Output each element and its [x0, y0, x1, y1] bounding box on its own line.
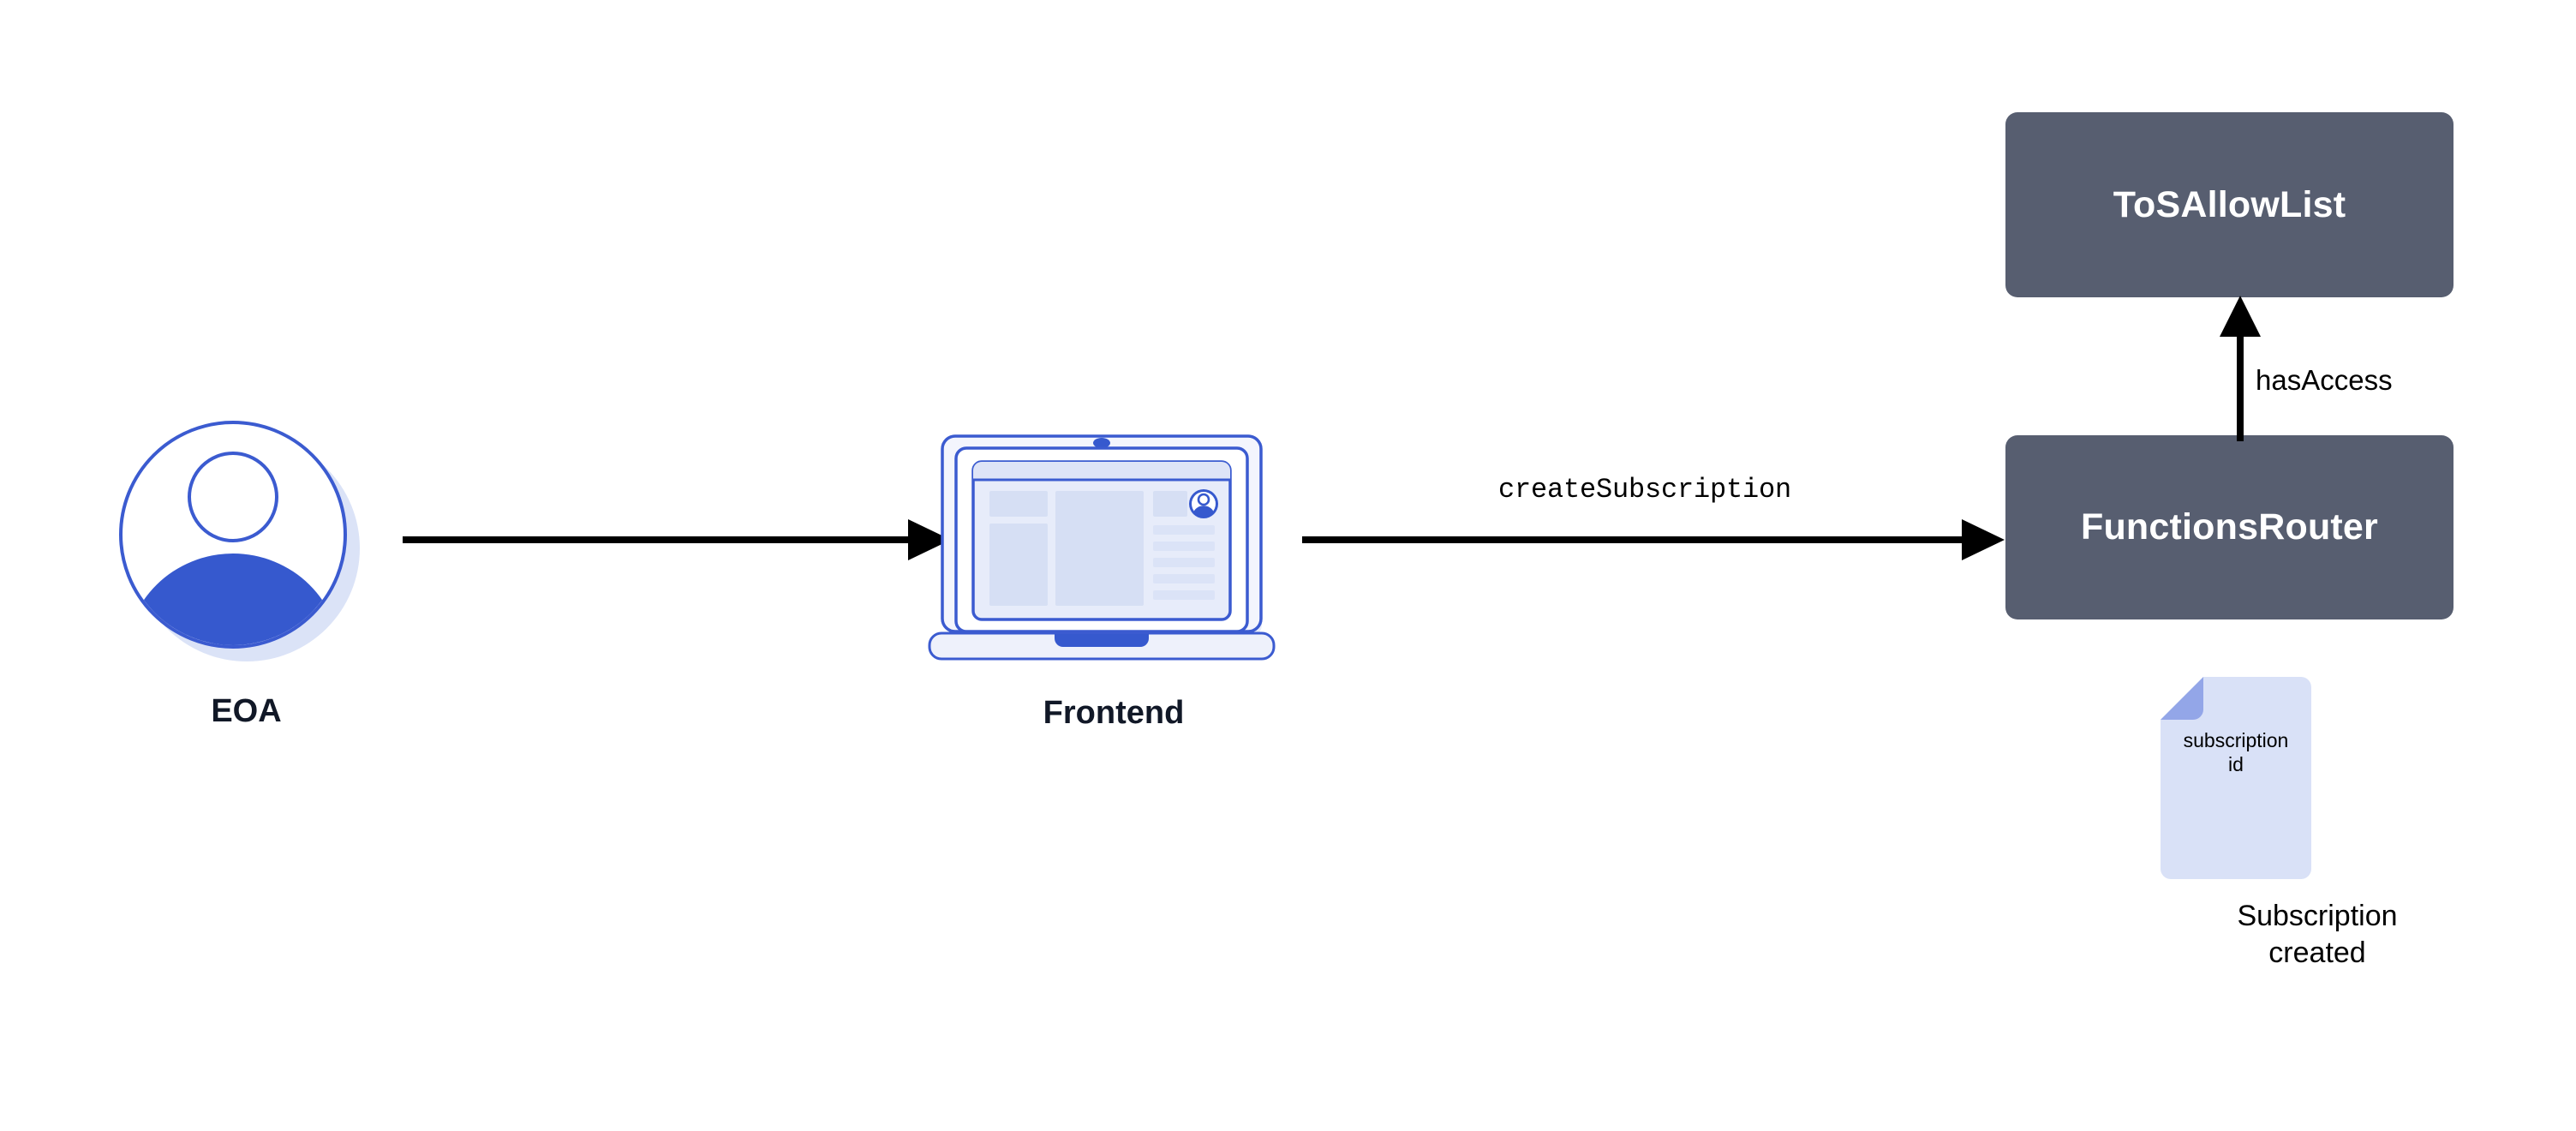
arrow-head	[1962, 519, 2005, 560]
screen-block-center	[1055, 491, 1144, 606]
create-subscription-edge-label: createSubscription	[1497, 474, 1792, 506]
arrow-frontend-to-router	[1302, 519, 2005, 560]
document-inner-line-1: subscription	[2184, 729, 2289, 751]
laptop-trackpad-notch	[1055, 634, 1149, 647]
avatar-head-circle	[188, 452, 278, 542]
screen-text-line	[1153, 525, 1215, 535]
subscription-document-icon: subscription id	[2161, 677, 2311, 879]
arrow-router-to-tos	[2220, 296, 2261, 441]
document-fold-corner	[2161, 677, 2203, 720]
frontend-label: Frontend	[1043, 695, 1185, 731]
functions-router-label: FunctionsRouter	[2081, 506, 2378, 548]
eoa-avatar-group	[119, 421, 360, 661]
functions-router-node[interactable]: FunctionsRouter	[2005, 435, 2453, 619]
subscription-created-line-2: created	[2268, 936, 2366, 969]
tos-allow-list-label: ToSAllowList	[2113, 183, 2346, 225]
browser-title-bar	[973, 462, 1230, 480]
arrow-head	[2220, 296, 2261, 337]
document-body	[2161, 677, 2311, 879]
eoa-label: EOA	[211, 693, 282, 729]
arrow-head	[908, 519, 951, 560]
screen-text-line	[1153, 590, 1215, 600]
laptop-webcam-icon	[1093, 438, 1110, 448]
screen-block-right-top	[1153, 491, 1187, 517]
subscription-created-line-1: Subscription	[2237, 900, 2398, 932]
subscription-created-label: Subscription created	[2103, 898, 2531, 972]
tos-allow-list-node[interactable]: ToSAllowList	[2005, 112, 2453, 297]
arrow-eoa-to-frontend	[403, 519, 951, 560]
screen-text-line	[1153, 574, 1215, 583]
laptop-icon-group	[928, 434, 1276, 661]
laptop-screen	[971, 460, 1232, 621]
screen-user-avatar-icon	[1189, 489, 1218, 518]
document-inner-line-2: id	[2228, 753, 2244, 775]
screen-text-line	[1153, 558, 1215, 567]
screen-text-line	[1153, 542, 1215, 551]
screen-block-left-bottom	[989, 524, 1048, 606]
avatar-body	[125, 554, 341, 645]
screen-block-left-top	[989, 491, 1048, 517]
has-access-edge-label: hasAccess	[2256, 364, 2393, 396]
